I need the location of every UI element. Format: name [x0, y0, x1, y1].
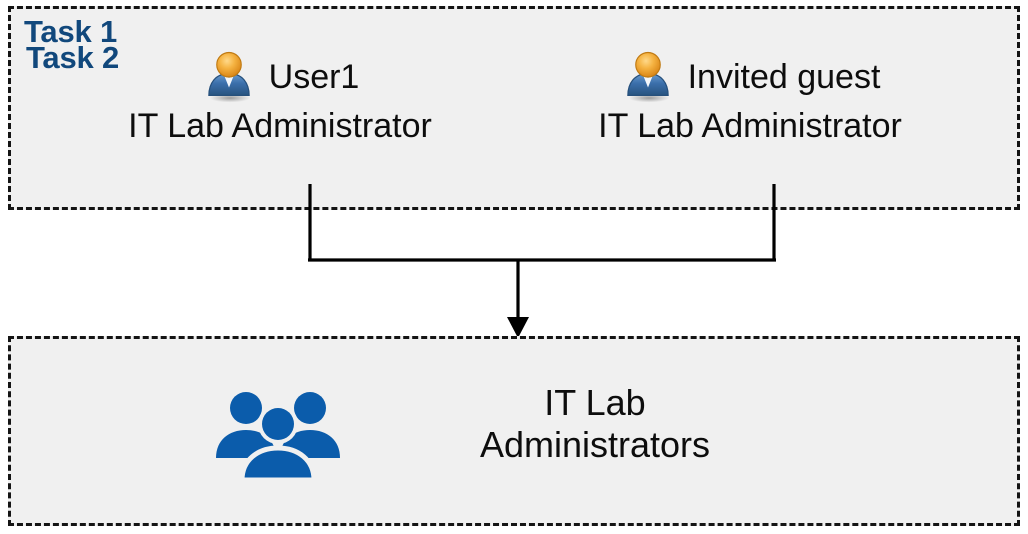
group-name-line1: IT Lab: [544, 382, 646, 423]
person-role: IT Lab Administrator: [598, 107, 902, 145]
task-2-container: [8, 336, 1020, 526]
task-1-person-user1: User1 IT Lab Administrator: [70, 46, 490, 145]
user-group-icon: [212, 386, 344, 482]
person-role: IT Lab Administrator: [128, 107, 432, 145]
group-name: IT Lab Administrators: [380, 382, 810, 466]
person-name: User1: [268, 58, 360, 96]
task-1-label: Task 1: [24, 14, 118, 49]
task-2-label: Task 2: [26, 40, 120, 75]
person-name: Invited guest: [687, 58, 881, 96]
user-icon: [201, 49, 257, 105]
task-1-person-invited-guest: Invited guest IT Lab Administrator: [540, 46, 960, 145]
task-1-container: [8, 6, 1020, 210]
group-name-line2: Administrators: [479, 424, 711, 466]
user-icon: [620, 49, 676, 105]
